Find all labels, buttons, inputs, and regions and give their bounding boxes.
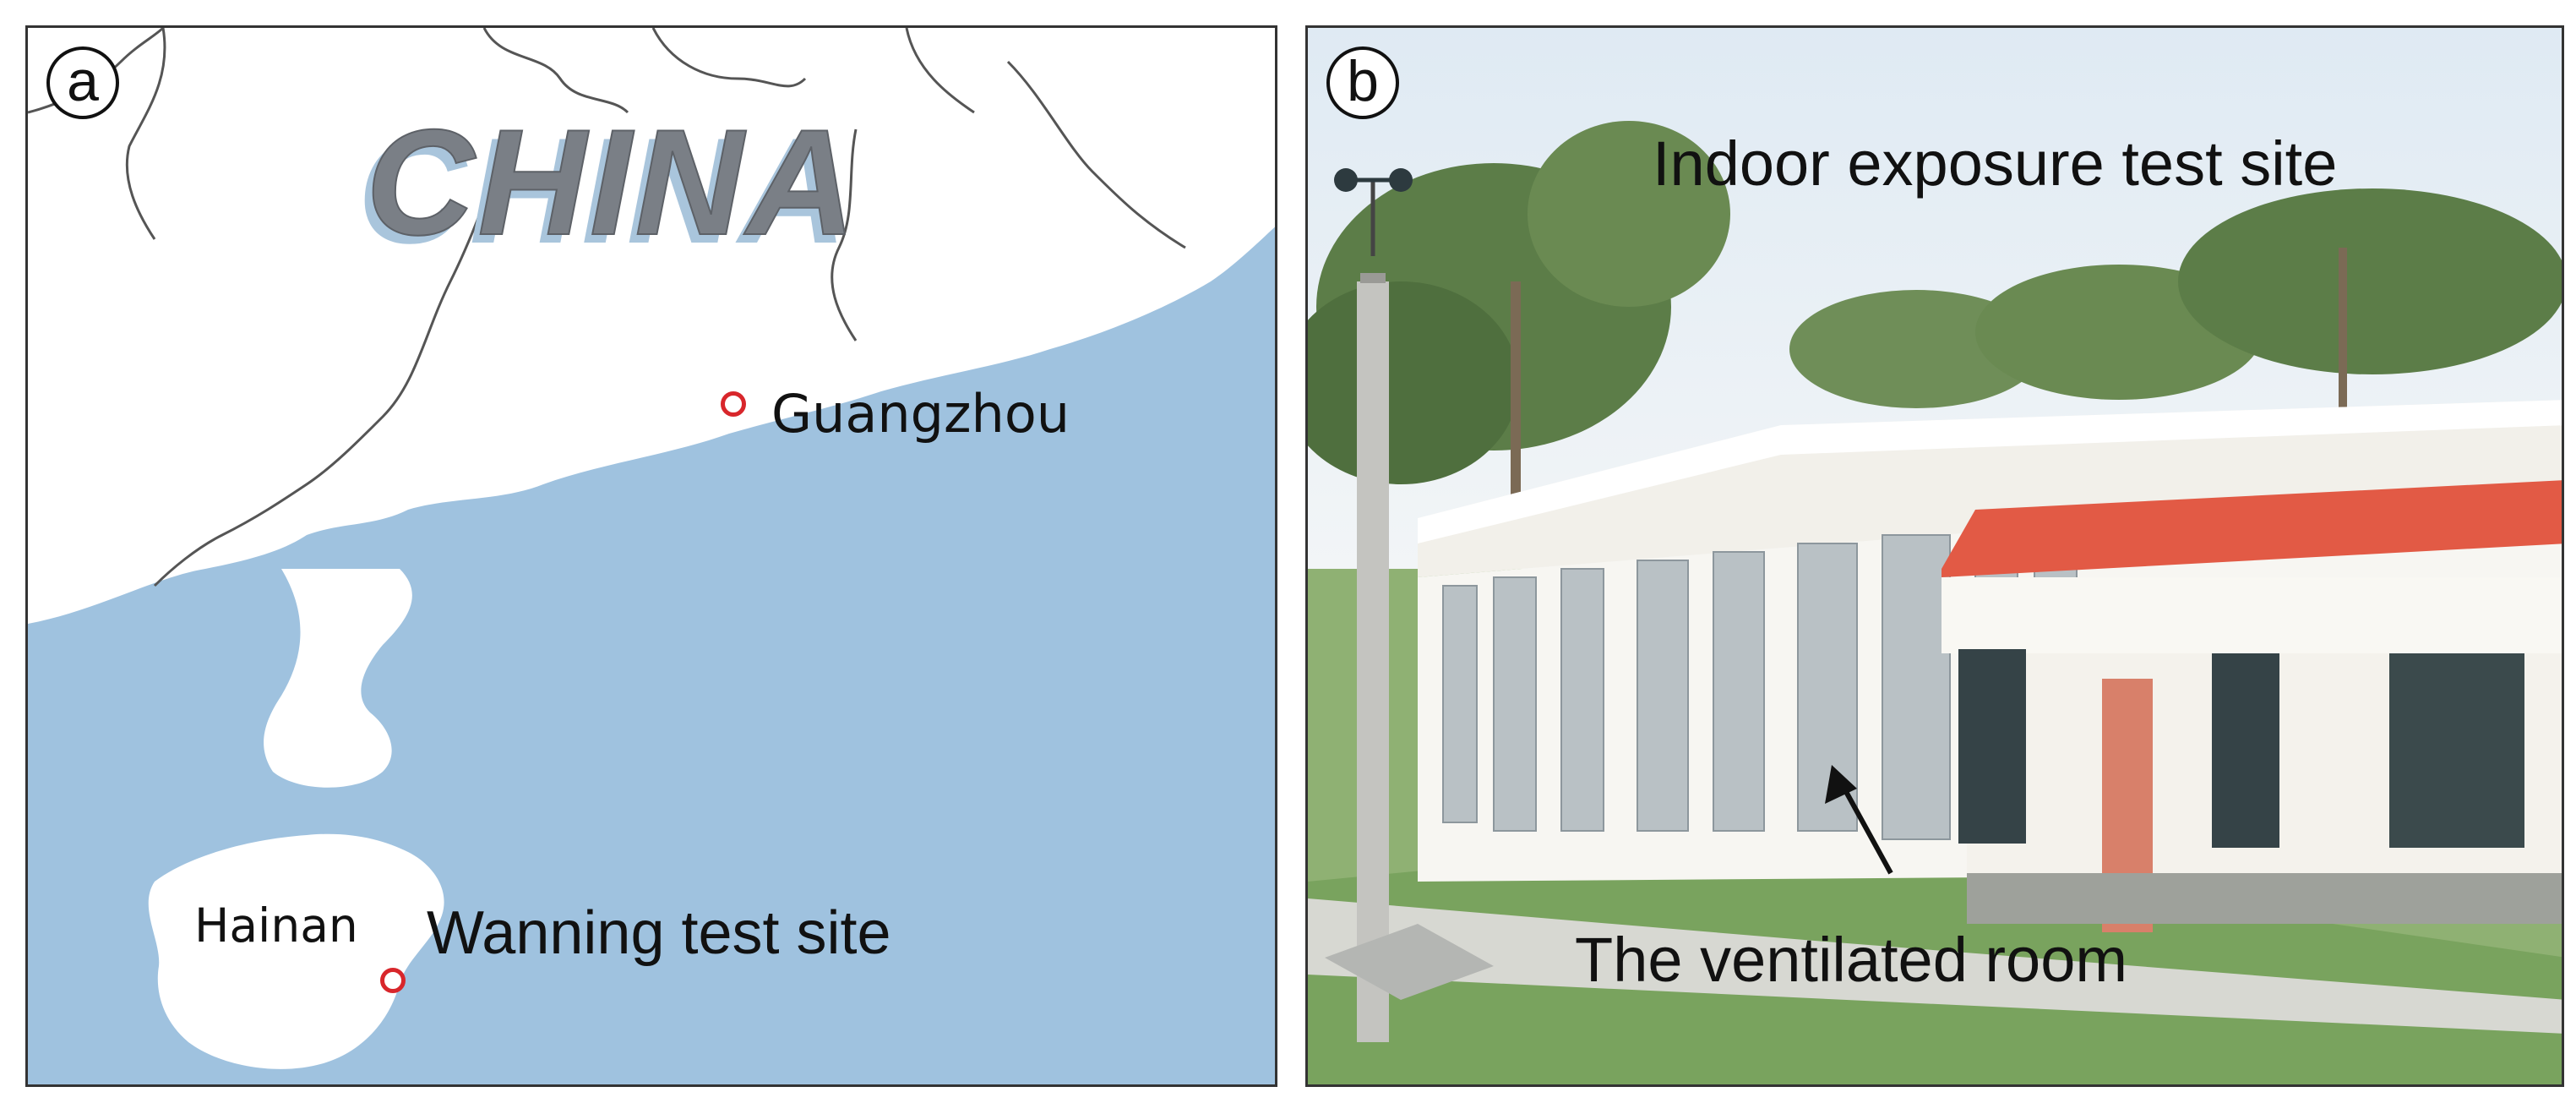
province-borders xyxy=(28,28,1186,587)
hainan-label: Hainan xyxy=(194,898,358,953)
panel-b-photo: b Indoor exposure test site The ventilat… xyxy=(1305,25,2564,1087)
ventilated-room-label: The ventilated room xyxy=(1575,925,2128,995)
wanning-label: Wanning test site xyxy=(427,899,891,967)
red-roof-building xyxy=(1942,480,2562,932)
guangzhou-marker-icon xyxy=(721,391,746,417)
map-canvas xyxy=(28,28,1275,1084)
peninsula-land xyxy=(264,569,412,788)
site-title: Indoor exposure test site xyxy=(1653,128,2338,199)
room-arrow-icon xyxy=(1825,765,1893,875)
wanning-marker-icon xyxy=(380,968,406,993)
hainan-island xyxy=(148,833,444,1069)
walkway xyxy=(1308,898,2562,1034)
panel-a-map: a CHINA Guangzhou Hainan Wanning test si… xyxy=(25,25,1277,1087)
guangzhou-label: Guangzhou xyxy=(771,383,1070,445)
country-label: CHINA xyxy=(365,97,859,267)
weather-mast xyxy=(1325,168,1494,1042)
panel-a-badge: a xyxy=(46,46,119,119)
site-photo xyxy=(1308,28,2562,1084)
panel-b-badge: b xyxy=(1326,46,1399,119)
palm-trees xyxy=(1308,121,2562,552)
